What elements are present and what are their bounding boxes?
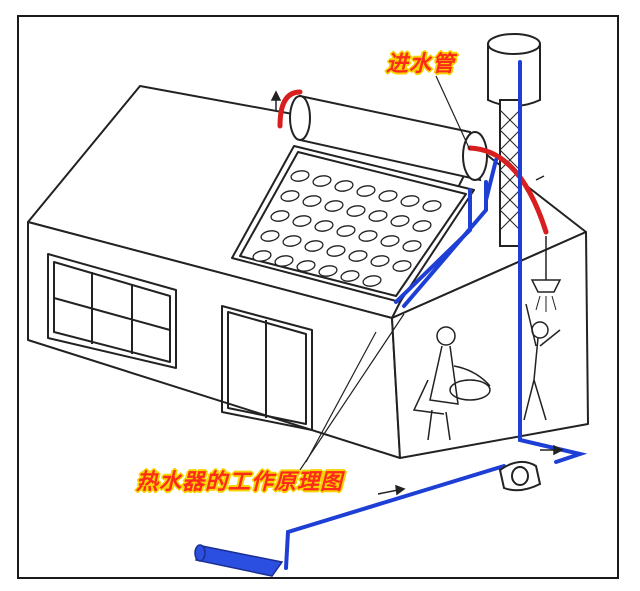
diagram-title-label: 热水器的工作原理图 <box>136 469 344 495</box>
inlet-pipe-label: 进水管 <box>386 51 456 77</box>
flow-arrows <box>270 90 564 496</box>
water-tower <box>487 33 541 247</box>
collector-tubes <box>252 170 442 287</box>
people-figures <box>412 236 562 441</box>
door <box>221 305 313 431</box>
hot-water-pipes <box>277 89 549 235</box>
window <box>47 253 177 369</box>
storage-tank <box>289 94 488 182</box>
leader-lines <box>299 75 471 471</box>
solar-collector-panel <box>231 145 475 303</box>
cold-water-pipes <box>284 60 588 570</box>
pump <box>498 460 542 492</box>
